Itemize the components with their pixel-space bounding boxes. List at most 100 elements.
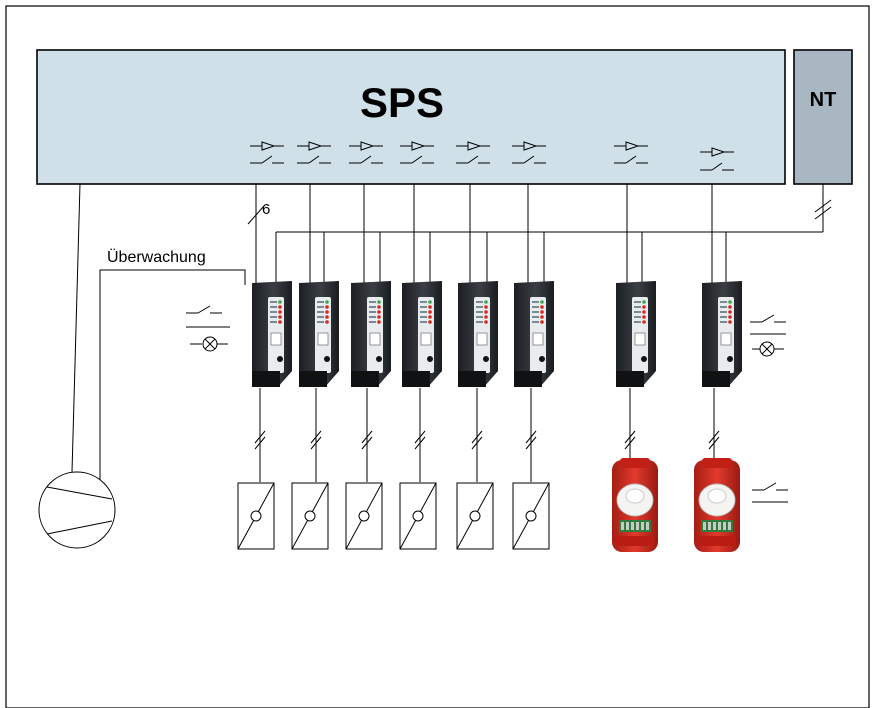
damper-actuator	[345, 482, 383, 550]
cable-tick	[254, 436, 266, 450]
status-led	[377, 320, 381, 324]
cable-tick	[310, 436, 322, 450]
io-symbol	[297, 141, 331, 164]
cable-tick	[414, 430, 426, 444]
module-display	[476, 332, 488, 346]
status-led	[642, 300, 646, 304]
monitoring-label: Überwachung	[107, 248, 206, 266]
status-led	[325, 300, 329, 304]
io-symbol	[614, 141, 648, 164]
io-symbol	[512, 141, 546, 164]
cable-tick	[624, 436, 636, 450]
module-knob	[539, 356, 545, 362]
module-display	[317, 332, 329, 346]
monitoring-modules	[252, 281, 742, 387]
module-knob	[376, 356, 382, 362]
cable-tick	[361, 430, 373, 444]
power-tick	[814, 206, 832, 220]
cable-tick	[525, 436, 537, 450]
status-led	[278, 300, 282, 304]
module-display	[634, 332, 646, 346]
cable-tick	[414, 436, 426, 450]
monitoring-module	[702, 281, 742, 387]
monitoring-module	[514, 281, 554, 387]
module-display	[369, 332, 381, 346]
status-led	[278, 305, 282, 309]
status-led	[278, 320, 282, 324]
status-led	[642, 315, 646, 319]
monitoring-module	[299, 281, 339, 387]
damper-actuator	[456, 482, 494, 550]
status-led	[540, 310, 544, 314]
plc-io-symbols	[250, 141, 734, 171]
status-led	[540, 315, 544, 319]
cable-tick	[624, 430, 636, 444]
power-tick	[814, 199, 832, 213]
side-symbols	[186, 305, 788, 503]
status-led	[377, 300, 381, 304]
cable-tick	[361, 436, 373, 450]
status-led	[428, 320, 432, 324]
status-led	[642, 310, 646, 314]
status-led	[484, 315, 488, 319]
power-supply-box	[793, 49, 853, 185]
status-led	[325, 315, 329, 319]
status-led	[642, 320, 646, 324]
io-symbol	[349, 141, 383, 164]
cable-count-label: 6	[262, 201, 270, 218]
io-symbol	[700, 147, 734, 171]
damper-actuator	[512, 482, 550, 550]
monitoring-module	[252, 281, 292, 387]
status-led	[278, 310, 282, 314]
status-led	[484, 310, 488, 314]
monitoring-module	[616, 281, 656, 387]
module-knob	[641, 356, 647, 362]
status-led	[377, 315, 381, 319]
status-led	[377, 310, 381, 314]
fan-wire	[71, 183, 81, 473]
status-led	[484, 305, 488, 309]
module-knob	[483, 356, 489, 362]
status-led	[728, 315, 732, 319]
module-display	[270, 332, 282, 346]
cable-tick	[254, 430, 266, 444]
power-supply-label: NT	[810, 89, 837, 111]
status-led	[484, 300, 488, 304]
cable-tick	[525, 430, 537, 444]
module-knob	[277, 356, 283, 362]
wiring	[71, 183, 832, 482]
smoke-detector	[694, 458, 740, 552]
status-led	[278, 315, 282, 319]
status-led	[325, 310, 329, 314]
cable-tick	[471, 430, 483, 444]
module-display	[532, 332, 544, 346]
cable-tick	[471, 436, 483, 450]
status-led	[325, 320, 329, 324]
io-symbol	[456, 141, 490, 164]
status-led	[484, 320, 488, 324]
cable-tick	[310, 430, 322, 444]
status-led	[540, 320, 544, 324]
module-display	[720, 332, 732, 346]
module-knob	[727, 356, 733, 362]
module-knob	[324, 356, 330, 362]
damper-actuator	[399, 482, 437, 550]
status-led	[540, 305, 544, 309]
status-led	[428, 315, 432, 319]
plc-label: SPS	[360, 79, 444, 126]
status-led	[377, 305, 381, 309]
status-led	[728, 300, 732, 304]
status-led	[540, 300, 544, 304]
status-led	[428, 300, 432, 304]
plc-box	[36, 49, 786, 185]
damper-actuator	[291, 482, 329, 550]
status-led	[728, 305, 732, 309]
damper-actuator	[237, 482, 275, 550]
module-knob	[427, 356, 433, 362]
monitoring-module	[402, 281, 442, 387]
io-symbol	[400, 141, 434, 164]
monitoring-wire	[99, 269, 246, 482]
status-led	[428, 310, 432, 314]
